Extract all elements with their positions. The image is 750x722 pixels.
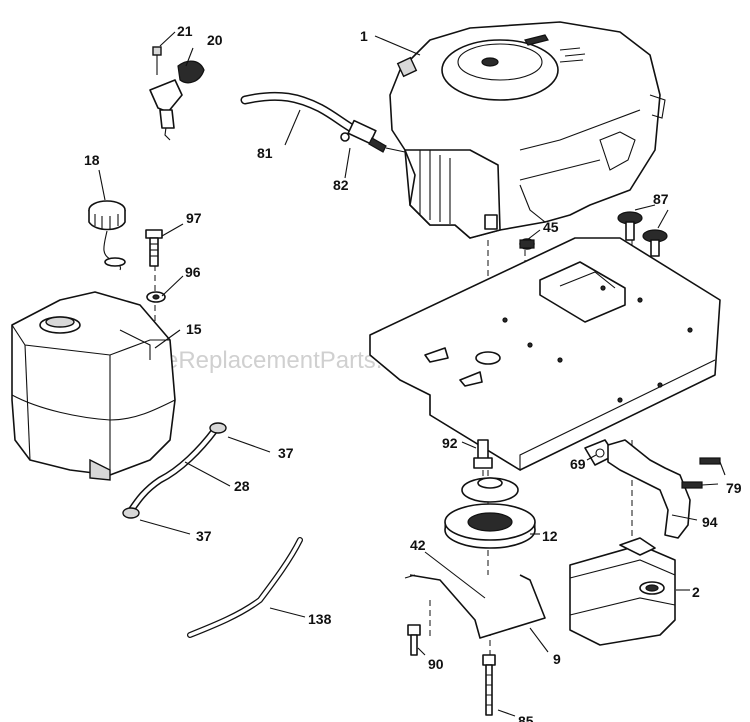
washer-96 [146,291,166,303]
bolt-92 [473,439,493,469]
engine [389,21,666,239]
callout-138: 138 [308,611,332,627]
chassis-plate [369,237,721,471]
fuel-tank-15 [11,291,176,481]
knob-87-left [617,211,643,241]
callout-97: 97 [186,210,202,226]
callout-12: 12 [542,528,558,544]
muffler-2 [569,537,676,646]
hose-clamp-37-lower [122,507,140,519]
callout-90: 90 [428,656,444,672]
fuel-hose-28 [126,426,219,516]
bolt-79-lower [681,481,703,489]
callout-42: 42 [410,537,426,553]
nut-45 [519,238,535,250]
fuel-line-81 [240,91,360,135]
throttle-control [149,46,205,141]
callout-85: 85 [518,713,534,722]
callout-9: 9 [553,651,561,667]
callout-45: 45 [543,219,559,235]
callout-15: 15 [186,321,202,337]
fuel-filter-82 [340,119,406,153]
callout-87: 87 [653,191,669,207]
callout-94: 94 [702,514,718,530]
bolt-97 [145,229,163,267]
pulley-12 [444,477,536,549]
callout-92: 92 [442,435,458,451]
callout-2: 2 [692,584,700,600]
fuel-cap-18 [88,200,126,271]
bolt-85 [482,654,496,716]
callout-79: 79 [726,480,742,496]
callout-28: 28 [234,478,250,494]
callout-82: 82 [333,177,349,193]
callout-18: 18 [84,152,100,168]
bolt-90 [407,624,421,656]
callout-labels: 1 2 9 12 15 18 20 21 28 37 37 42 45 69 7… [84,23,742,722]
callout-37-upper: 37 [278,445,294,461]
bracket-9 [404,574,546,639]
leader-lines [98,31,726,717]
callout-69: 69 [570,456,586,472]
callout-37-lower: 37 [196,528,212,544]
exhaust-pipe-94 [607,439,691,539]
callout-20: 20 [207,32,223,48]
bolt-79-upper [699,457,721,465]
callout-81: 81 [257,145,273,161]
tube-138 [187,537,303,638]
hose-clamp-37-upper [209,422,227,434]
knob-87-right [642,229,668,257]
callout-1: 1 [360,28,368,44]
callout-21: 21 [177,23,193,39]
callout-96: 96 [185,264,201,280]
